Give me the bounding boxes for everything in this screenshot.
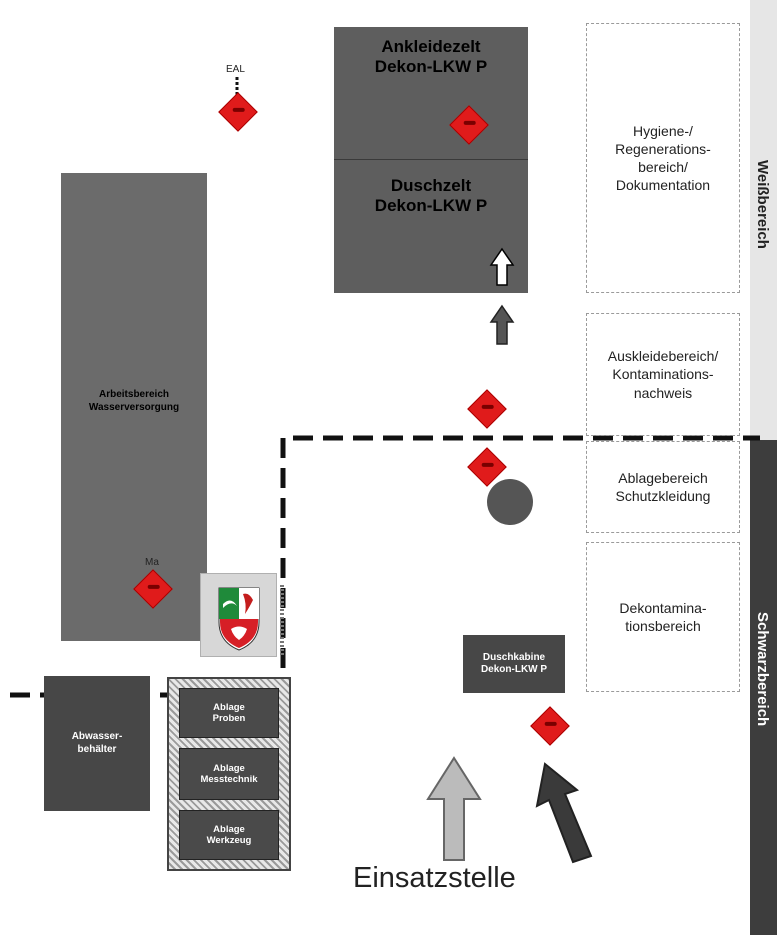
arrow-up-dark-icon: [489, 304, 515, 345]
ma-label: Ma: [145, 557, 159, 568]
hygiene-line-4: Dokumentation: [615, 177, 711, 194]
undress-area: Auskleidebereich/ Kontaminations- nachwe…: [586, 313, 740, 436]
storage-samples-line-1: Ablage: [213, 701, 245, 713]
storage-samples-line-2: Proben: [212, 713, 246, 724]
entry-label: Einsatzstelle: [353, 862, 516, 894]
arrow-diagonal-dark-icon: [535, 762, 593, 864]
dress-tent-title: Ankleidezelt: [381, 37, 481, 56]
shower-cabin-line-2: Dekon-LKW P: [480, 664, 548, 675]
white-zone-label: Weißbereich: [754, 160, 771, 249]
storage-samples: Ablage Proben: [179, 688, 279, 738]
black-zone-strip: [750, 440, 777, 935]
arrow-up-outline-icon: [489, 247, 515, 286]
decon-area: Dekontamina- tionsbereich: [586, 542, 740, 692]
black-zone-label: Schwarzbereich: [754, 612, 771, 727]
hygiene-line-1: Hygiene-/: [633, 122, 693, 139]
eal-label: EAL: [226, 64, 245, 75]
storage-clothing-area: Ablagebereich Schutzkleidung: [586, 441, 740, 533]
shower-cabin-line-1: Duschkabine: [482, 651, 546, 663]
undress-line-2: Kontaminations-: [612, 366, 714, 383]
tub-icon: [487, 479, 533, 525]
shower-tent-title: Duschzelt: [390, 176, 472, 195]
waste-water-container: Abwasser- behälter: [44, 676, 150, 811]
shower-tent: Duschzelt Dekon-LKW P: [334, 160, 528, 293]
decon-line-2: tionsbereich: [625, 618, 701, 634]
crest-rail: [280, 585, 284, 657]
storage-tools: Ablage Werkzeug: [179, 810, 279, 860]
shower-cabin: Duschkabine Dekon-LKW P: [463, 635, 565, 693]
storage-measurement-line-2: Messtechnik: [200, 774, 258, 785]
hygiene-line-3: bereich/: [638, 159, 688, 175]
undress-line-1: Auskleidebereich/: [607, 348, 719, 365]
waste-water-line-1: Abwasser-: [71, 731, 123, 742]
storage-measurement: Ablage Messtechnik: [179, 748, 279, 800]
work-area-line-2: Wasserversorgung: [88, 401, 180, 413]
water-supply-work-area: Arbeitsbereich Wasserversorgung: [61, 173, 207, 641]
work-area-line-1: Arbeitsbereich: [98, 389, 170, 400]
dress-tent-subtitle: Dekon-LKW P: [374, 57, 488, 76]
decon-line-1: Dekontamina-: [619, 599, 707, 616]
waste-water-line-2: behälter: [77, 743, 117, 755]
hygiene-area: Hygiene-/ Regenerations- bereich/ Dokume…: [586, 23, 740, 293]
shower-tent-subtitle: Dekon-LKW P: [374, 196, 488, 215]
hygiene-line-2: Regenerations-: [615, 140, 711, 157]
dress-tent: Ankleidezelt Dekon-LKW P: [334, 27, 528, 160]
storage-tools-line-2: Werkzeug: [206, 835, 252, 846]
arrow-up-light-icon: [426, 756, 482, 861]
white-zone-strip: [750, 0, 777, 440]
storage-clothing-line-1: Ablagebereich: [618, 469, 708, 486]
storage-tools-line-1: Ablage: [213, 823, 245, 835]
nrw-crest-icon: [218, 587, 260, 651]
crest-panel: [200, 573, 277, 657]
undress-line-3: nachweis: [633, 384, 693, 401]
storage-clothing-line-2: Schutzkleidung: [615, 488, 711, 504]
storage-stack: Ablage Proben Ablage Messtechnik Ablage …: [167, 677, 291, 871]
storage-measurement-line-1: Ablage: [213, 762, 245, 774]
